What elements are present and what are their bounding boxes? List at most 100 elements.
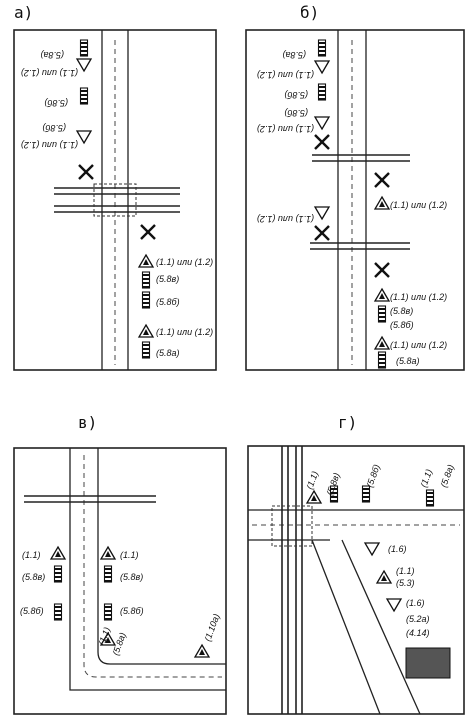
label: (5.8а) (396, 356, 420, 366)
panel-a-frame (13, 29, 217, 371)
plate-icon (53, 565, 63, 583)
label: (1.1) (418, 468, 434, 489)
panel-g-caption: г) (338, 413, 357, 432)
panel-a: а) (5.8a) (13, 3, 217, 371)
triangle-down-icon (364, 542, 380, 556)
label: (1.1) (120, 550, 139, 560)
label: (1.1) (304, 470, 320, 491)
plate-icon (141, 291, 151, 309)
road-edge-inner (97, 448, 226, 665)
warning-triangle-icon (50, 546, 66, 560)
plate-icon (425, 489, 435, 507)
sign-group (306, 485, 435, 612)
label: (1.1) или (1.2) (390, 200, 447, 210)
label: (1.1) или (1.2) (257, 70, 314, 80)
plate-icon (79, 39, 89, 57)
panel-v-frame (13, 447, 227, 715)
label: (1.1) или (1.2) (390, 340, 447, 350)
label: (1.1) или (1.2) (21, 68, 78, 78)
label: (5.8a) (282, 50, 306, 60)
panel-a-caption: а) (14, 3, 33, 22)
warning-triangle-icon (376, 570, 392, 584)
railway-track (24, 495, 156, 503)
railway-cross-icon (77, 163, 95, 181)
label: (1.1) (22, 550, 41, 560)
label: (1.1) или (1.2) (21, 140, 78, 150)
panel-b-frame (245, 29, 465, 371)
label: (5.8а) (156, 348, 180, 358)
label: (1.1) или (1.2) (156, 257, 213, 267)
railway-track (281, 446, 303, 714)
plate-icon (377, 351, 387, 369)
railway-track (54, 187, 180, 213)
railway-track-2 (310, 242, 410, 250)
sign-4-14-image (405, 647, 451, 679)
label: (5.2a) (406, 614, 430, 624)
label: (1.6) (388, 544, 407, 554)
label: (1.6) (406, 598, 425, 608)
label: (5.8б) (390, 320, 414, 330)
railway-cross-icon (313, 133, 331, 151)
label: (5.8а) (438, 463, 455, 489)
warning-triangle-icon (194, 644, 210, 658)
plate-icon (141, 271, 151, 289)
plate-icon (141, 341, 151, 359)
triangle-down-icon (314, 206, 330, 220)
triangle-down-icon (314, 60, 330, 74)
label: (1.1) или (1.2) (257, 214, 314, 224)
crossing-zone (271, 505, 313, 547)
label: (5.8в) (324, 471, 341, 496)
plate-icon (377, 305, 387, 323)
label: (4.14) (406, 628, 430, 638)
road-centerline (83, 455, 222, 678)
plate-icon (103, 603, 113, 621)
road-edge-diag-left (311, 539, 381, 715)
sign-group-left (313, 39, 331, 242)
label: (1.1) или (1.2) (257, 124, 314, 134)
warning-triangle-icon (374, 196, 390, 210)
panel-v: в) (1.1) (5.8в) (1.1) (5.8в) (5.8б) (5.8… (13, 413, 227, 715)
railway-cross-icon (373, 171, 391, 189)
railway-cross-icon (373, 261, 391, 279)
label: (5.8в) (120, 572, 143, 582)
label: (5.3) (396, 578, 415, 588)
label: (5.8в) (22, 572, 45, 582)
warning-triangle-icon (138, 254, 154, 268)
label: (1.1) (396, 566, 415, 576)
label: (5.8б) (120, 606, 144, 616)
railway-cross-icon (139, 223, 157, 241)
plate-icon (317, 83, 327, 101)
label: (1.1) или (1.2) (156, 327, 213, 337)
sign-group-right (138, 254, 154, 359)
label: (5.8б) (20, 606, 44, 616)
warning-triangle-icon (138, 324, 154, 338)
label: (5.8a) (110, 631, 127, 657)
label: (5.8в) (390, 306, 413, 316)
sign-group (50, 546, 210, 658)
plate-icon (53, 603, 63, 621)
label: (1.10а) (202, 612, 221, 642)
warning-triangle-icon (374, 336, 390, 350)
label: (5.8в) (156, 274, 179, 284)
warning-triangle-icon (306, 490, 322, 504)
panel-g-frame (247, 445, 465, 715)
label: (5.8б) (284, 108, 308, 118)
railway-track-1 (312, 154, 410, 162)
panel-g: г) (1.1) (5.8в) (5.8б) (1.1) (247, 413, 465, 715)
warning-triangle-icon (100, 546, 116, 560)
label: (5.8б) (156, 297, 180, 307)
railway-cross-icon (313, 224, 331, 242)
plate-icon (361, 485, 371, 503)
label: (5.8б) (42, 123, 66, 133)
triangle-down-icon (76, 58, 92, 72)
panel-b: б) (5.8a) (245, 3, 465, 371)
label: (5.8б) (284, 90, 308, 100)
plate-icon (79, 87, 89, 105)
triangle-down-icon (386, 598, 402, 612)
label: (5.8б) (364, 463, 381, 489)
label: (5.8б) (44, 98, 68, 108)
sign-group-right (373, 171, 391, 369)
triangle-down-icon (76, 130, 92, 144)
plate-icon (317, 39, 327, 57)
